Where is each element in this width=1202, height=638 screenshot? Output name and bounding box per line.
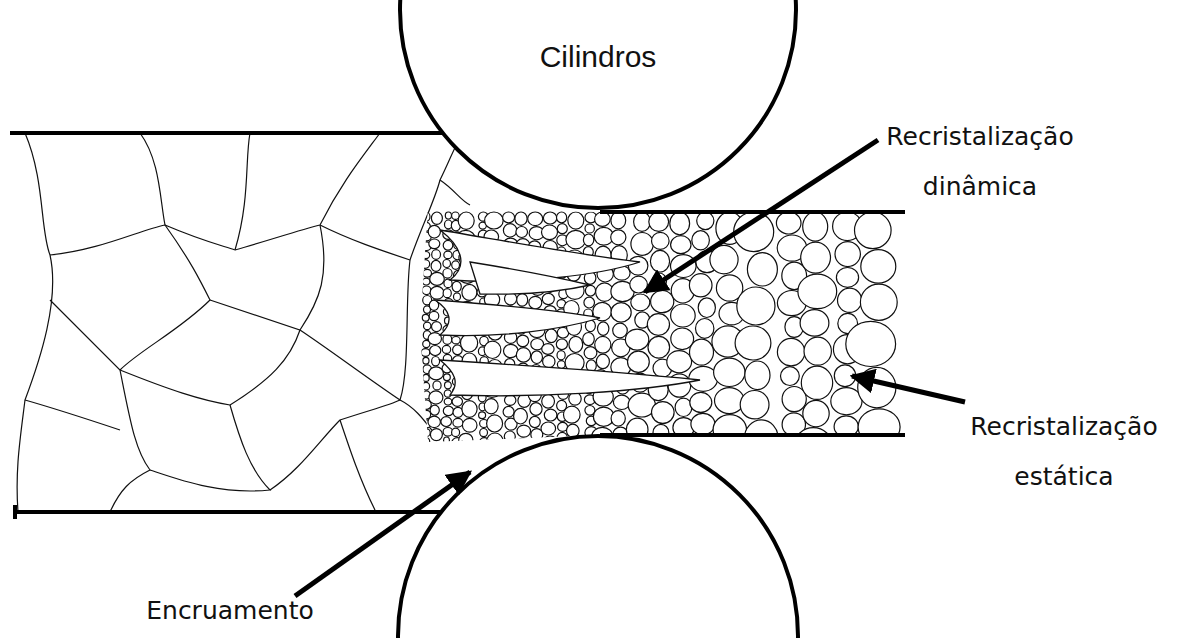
roller-label: Cilindros <box>398 40 798 74</box>
bottom-roller <box>398 436 798 638</box>
dynamic-recrystallization-label: Recristalização dinâmica <box>842 112 1118 212</box>
work-hardening-label: Encruamento <box>120 586 340 636</box>
initial-grains <box>17 133 470 512</box>
recrystallized-grains <box>421 212 901 465</box>
elongated-grains <box>435 230 700 396</box>
roller-circle: Cilindros <box>398 0 798 210</box>
static-recrystallization-label: Recristalização estática <box>930 402 1198 502</box>
roller-outline <box>398 0 798 210</box>
strip-outline <box>10 133 905 519</box>
leader-arrows <box>295 140 965 596</box>
